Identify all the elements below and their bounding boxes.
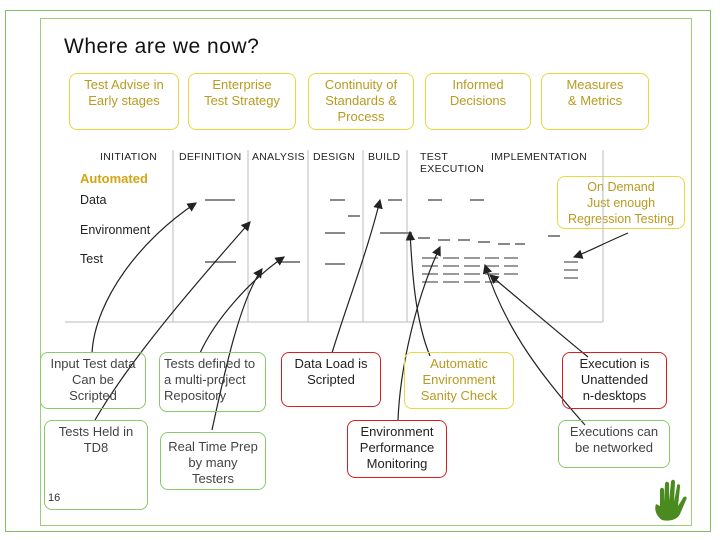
box-real-time-prep: Real Time Prep by many Testers <box>160 432 266 490</box>
box-executions-networked: Executions can be networked <box>558 420 670 468</box>
box-continuity-standards: Continuity of Standards & Process <box>308 73 414 130</box>
phase-analysis: ANALYSIS <box>252 151 305 163</box>
box-environment-performance: Environment Performance Monitoring <box>347 420 447 478</box>
row-label-data: Data <box>80 193 107 207</box>
phase-implementation: IMPLEMENTATION <box>491 151 587 163</box>
box-execution-unattended: Execution is Unattended n-desktops <box>562 352 667 409</box>
box-tests-held-td8: Tests Held in TD8 <box>44 420 148 510</box>
box-informed-decisions: Informed Decisions <box>425 73 531 130</box>
box-on-demand: On Demand Just enough Regression Testing <box>557 176 685 229</box>
box-test-advise: Test Advise in Early stages <box>69 73 179 130</box>
box-data-load-scripted: Data Load is Scripted <box>281 352 381 407</box>
slide-inner-frame <box>40 18 692 526</box>
page-number: 16 <box>48 492 61 504</box>
box-input-test-data: Input Test data Can be Scripted <box>40 352 146 409</box>
row-label-automated: Automated <box>80 171 148 186</box>
slide-frame <box>5 10 711 532</box>
box-automatic-sanity-check: Automatic Environment Sanity Check <box>404 352 514 409</box>
phase-design: DESIGN <box>313 151 356 163</box>
hand-logo-icon <box>650 476 690 522</box>
box-measures-metrics: Measures & Metrics <box>541 73 649 130</box>
phase-definition: DEFINITION <box>179 151 242 163</box>
phase-build: BUILD <box>368 151 401 163</box>
row-label-test: Test <box>80 252 103 266</box>
phase-test-execution: TEST EXECUTION <box>420 151 484 175</box>
box-enterprise-strategy: Enterprise Test Strategy <box>188 73 296 130</box>
row-label-environment: Environment <box>80 223 151 237</box>
slide-title: Where are we now? <box>64 35 260 58</box>
phase-initiation: INITIATION <box>100 151 158 163</box>
box-tests-defined-repository: Tests defined to a multi-project Reposit… <box>159 352 266 412</box>
